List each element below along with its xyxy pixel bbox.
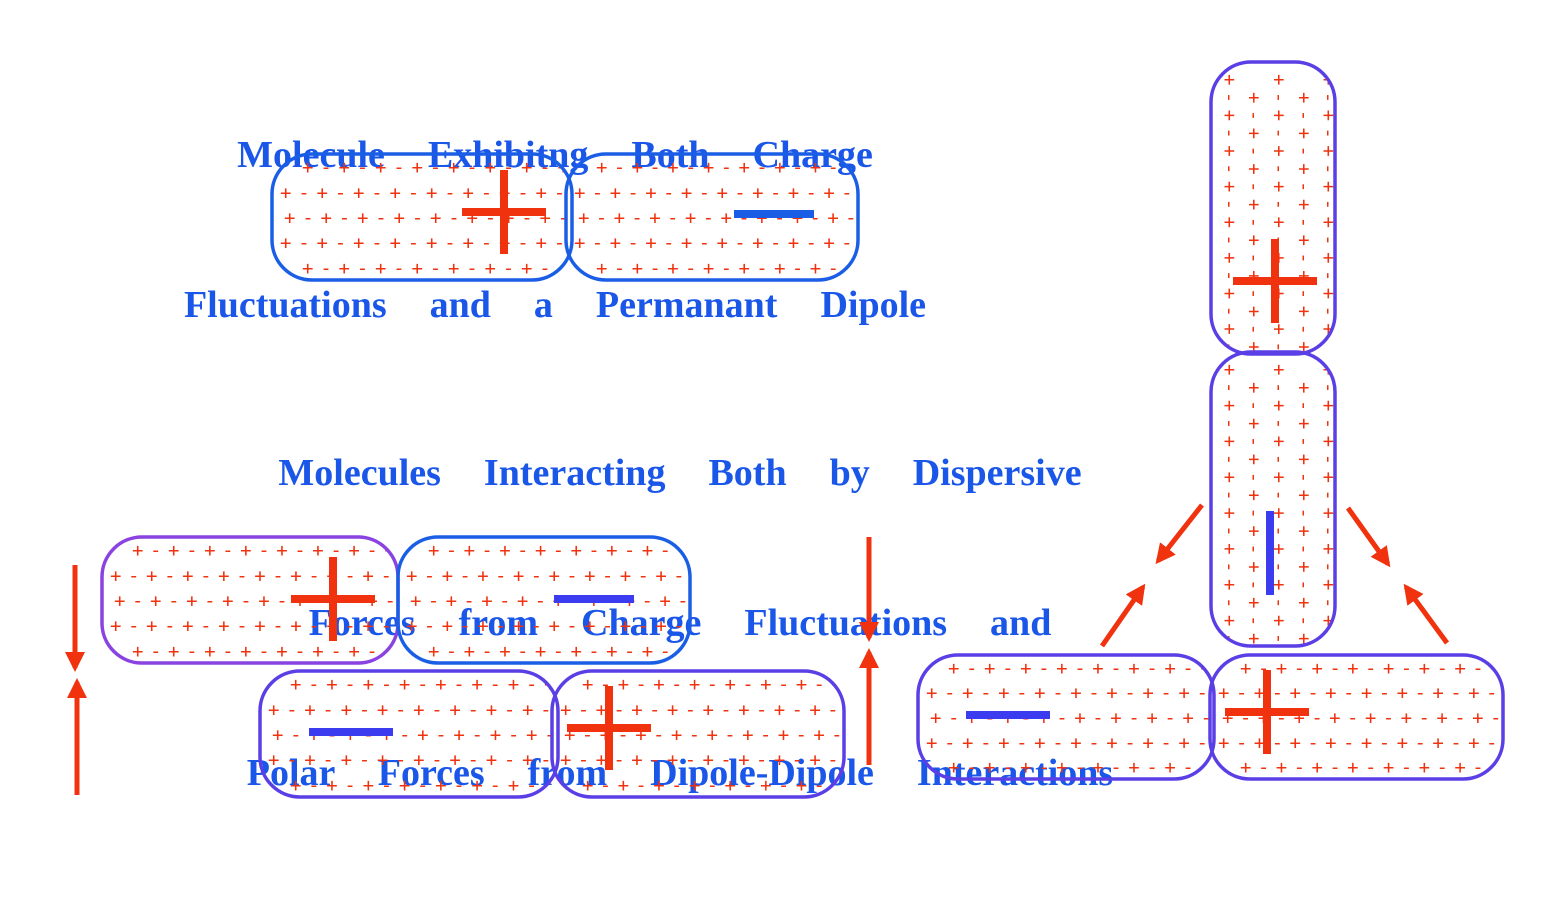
charge-fluctuation-field: + - + - + - + - + - + - + - + - + - ++ -… xyxy=(1218,364,1340,716)
charge-row: + - + - + - + - + - + - + - + - + - + xyxy=(406,565,738,587)
charge-column: + - + - + - + - + - + - + - + - + - + xyxy=(1318,364,1340,698)
dipole-plus-horizontal xyxy=(1225,670,1309,754)
title-single-molecule: Molecule Exhibitng Both Charge Fluctuati… xyxy=(130,30,980,380)
charge-row: + - + - + - + - + - + - + - + - + - + xyxy=(290,674,628,696)
charge-row: + - + - + - + - + - + - + - + - + - + xyxy=(302,157,642,179)
charge-row: + - + - + - + - + - + - + - + - + - + xyxy=(948,657,1284,679)
molecule-outline xyxy=(258,669,560,799)
molecule-horizontal-left-lobe: + - + - + - + - + - + - + - + - + - + + -… xyxy=(916,653,1284,781)
charge-row: + - + - + - + - + - + - + - + - + - + xyxy=(926,732,1262,754)
dipole-plus-upper xyxy=(291,557,375,641)
charge-row: + - + - + - + - + - + - + - + - + - + xyxy=(280,232,620,254)
charge-row: + - + - + - + - + - + - + - + - + - + xyxy=(574,182,906,204)
arrow-tee-upper-left xyxy=(1155,503,1204,565)
dipole-plus-top xyxy=(462,170,546,254)
charge-column: + - + - + - + - + - + - + - + - + - + xyxy=(1293,382,1315,716)
molecule-upper-right-lobe: + - + - + - + - + - + - + - + - + - + + -… xyxy=(396,535,760,665)
charge-column: + - + - + - + - + - + - + - + - + - + xyxy=(1293,92,1315,424)
charge-row: + - + - + - + - + - + - + - + - + - + xyxy=(1218,732,1544,754)
title-interacting-line-1: Molecules Interacting Both by Dispersive xyxy=(278,452,1082,494)
arrow-tee-lower-left xyxy=(1099,583,1146,648)
molecule-outline xyxy=(396,535,692,665)
molecule-vertical-lower-lobe: + - + - + - + - + - + - + - + - + - ++ -… xyxy=(1209,350,1340,716)
charge-row: + - + - + - + - + - + - + - + - + - + xyxy=(406,615,738,637)
molecule-outline xyxy=(916,653,1216,781)
charge-row: + - + - + - + - + - + - + - + - + - + xyxy=(1240,657,1544,679)
charge-row: + - + - + - + - + - + - + - + - + - + xyxy=(110,565,446,587)
charge-fluctuation-field: + - + - + - + - + - + - + - + - + - + + -… xyxy=(110,540,468,663)
charge-row: + - + - + - + - + - + - + - + - + - + xyxy=(302,257,642,279)
charge-fluctuation-field: + - + - + - + - + - + - + - + - + - + + -… xyxy=(560,674,914,797)
charge-row: + - + - + - + - + - + - + - + - + - + xyxy=(290,774,628,796)
charge-row: + - + - + - + - + - + - + - + - + - + xyxy=(268,749,606,771)
dipole-plus-lower xyxy=(567,686,651,770)
charge-row: + - + - + - + - + - + - + - + - + - + xyxy=(1240,757,1544,779)
charge-row: + - + - + - + - + - + - + - + - + - + xyxy=(560,699,892,721)
charge-row: + - + - + - + - + - + - + - + - + - + xyxy=(1218,682,1544,704)
charge-column: + - + - + - + - + - + - + - + - + - + xyxy=(1243,92,1265,424)
molecule-outline xyxy=(564,152,860,282)
title-interacting-molecules: Molecules Interacting Both by Dispersive… xyxy=(150,348,1210,848)
charge-row: + - + - + - + - + - + - + - + - + - + xyxy=(560,749,892,771)
molecule-top-right-lobe: + - + - + - + - + - + - + - + - + - + + -… xyxy=(564,152,928,282)
arrow-tee-upper-right xyxy=(1345,506,1391,568)
charge-row: + - + - + - + - + - + - + - + - + - + xyxy=(428,540,760,562)
charge-row: + - + - + - + - + - + - + - + - + - + xyxy=(132,540,468,562)
charge-fluctuation-field: + - + - + - + - + - + - + - + - + - + + -… xyxy=(574,157,928,280)
charge-row: + - + - + - + - + - + - + - + - + - + xyxy=(948,757,1284,779)
charge-row: + - + - + - + - + - + - + - + - + - + xyxy=(132,640,468,662)
molecules-layer: + - + - + - + - + - + - + - + - + - ++ -… xyxy=(100,60,1544,799)
title-interacting-line-2: Forces from Charge Fluctuations and xyxy=(308,602,1052,644)
molecule-outline xyxy=(270,152,574,282)
charge-row: + - + - + - + - + - + - + - + - + - + xyxy=(582,774,914,796)
molecule-outline xyxy=(1209,350,1337,648)
charge-row: + - + - + - + - + - + - + - + - + - + xyxy=(582,674,914,696)
charge-column: + - + - + - + - + - + - + - + - + - + xyxy=(1318,74,1340,406)
charge-row: + - + - + - + - + - + - + - + - + - + xyxy=(596,157,928,179)
charge-fluctuation-field: + - + - + - + - + - + - + - + - + - + + -… xyxy=(406,540,760,663)
charge-fluctuation-field: + - + - + - + - + - + - + - + - + - + + -… xyxy=(1218,657,1544,779)
charge-row: + - + - + - + - + - + - + - + - + - + xyxy=(428,640,760,662)
charge-column: + - + - + - + - + - + - + - + - + - + xyxy=(1243,382,1265,716)
charge-row: + - + - + - + - + - + - + - + - + - + xyxy=(110,615,446,637)
molecule-horizontal-right-lobe: + - + - + - + - + - + - + - + - + - + + -… xyxy=(1208,653,1544,781)
charge-row: + - + - + - + - + - + - + - + - + - + xyxy=(280,182,620,204)
arrows-layer xyxy=(65,503,1450,795)
title-single-molecule-line-2: Fluctuations and a Permanant Dipole xyxy=(183,284,927,326)
charge-row: + - + - + - + - + - + - + - + - + - + xyxy=(926,682,1262,704)
arrow-tee-lower-right xyxy=(1403,583,1450,645)
charge-column: + - + - + - + - + - + - + - + - + - + xyxy=(1218,364,1240,698)
charge-row: + - + - + - + - + - + - + - + - + - + xyxy=(574,232,906,254)
molecule-upper-left-lobe: + - + - + - + - + - + - + - + - + - + + -… xyxy=(100,535,468,665)
charge-row: + - + - + - + - + - + - + - + - + - + xyxy=(268,699,606,721)
molecule-lower-right-lobe: + - + - + - + - + - + - + - + - + - + + -… xyxy=(550,669,914,799)
molecule-outline xyxy=(1209,60,1337,356)
molecule-outline xyxy=(550,669,846,799)
molecule-outline xyxy=(1208,653,1505,781)
charge-row: + - + - + - + - + - + - + - + - + - + xyxy=(596,257,928,279)
dipole-plus-vertical xyxy=(1233,239,1317,323)
